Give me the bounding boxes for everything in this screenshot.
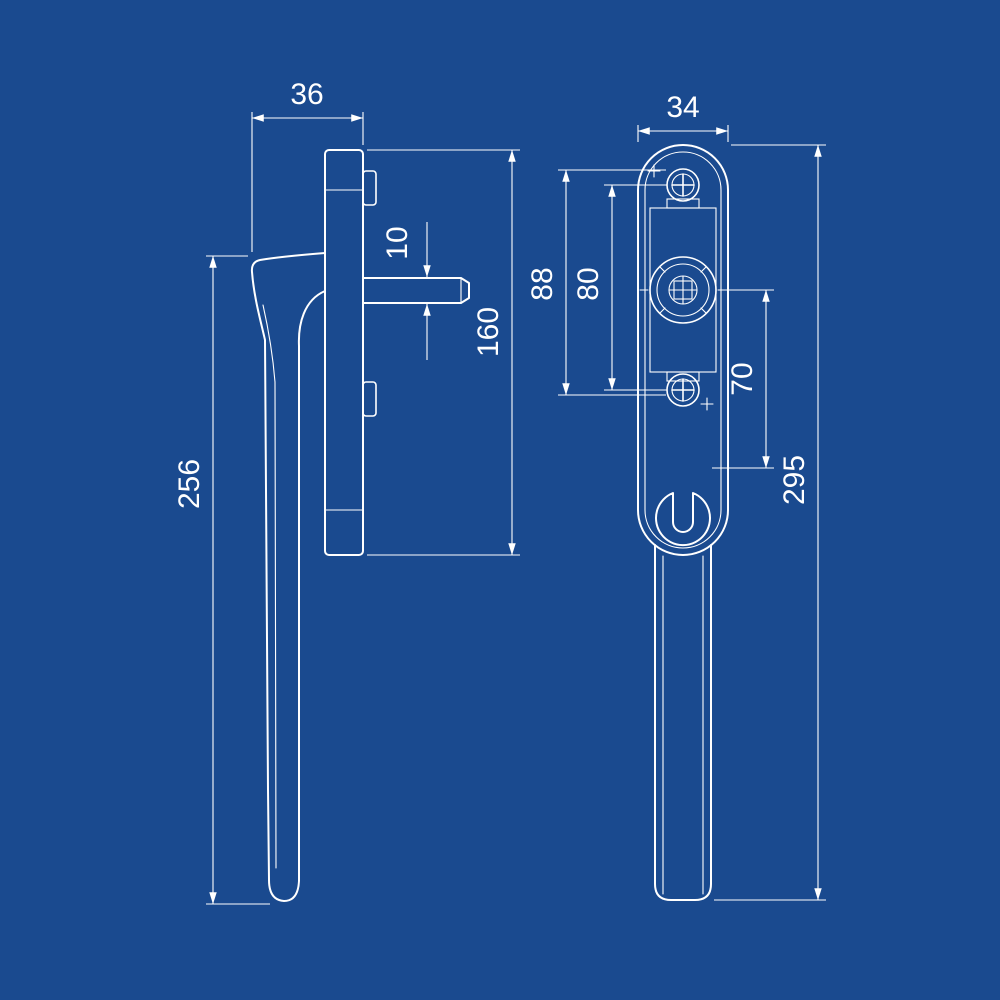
dim-label-depth: 36 xyxy=(290,78,323,111)
backplate-inner-outline xyxy=(644,151,722,549)
handle-side-profile xyxy=(250,252,326,902)
screw-top xyxy=(666,168,700,202)
datum-cross-bottom xyxy=(700,397,714,411)
dim-plate-width: 34 xyxy=(637,91,729,142)
dim-spindle: 10 xyxy=(381,222,431,360)
handle-edge-highlight xyxy=(262,304,277,869)
fixing-lug-top xyxy=(362,170,377,206)
dim-screw-centres: 80 xyxy=(572,184,667,391)
backplate-side xyxy=(324,149,364,556)
dim-label-fixing-span-outer: 88 xyxy=(526,267,559,300)
front-view: 34 88 80 70 295 xyxy=(526,91,826,901)
dim-label-spindle: 10 xyxy=(381,226,414,259)
dim-handle-to-cylinder: 70 xyxy=(712,289,774,469)
hub-outer-circle xyxy=(649,256,717,324)
dim-label-handle-to-cylinder: 70 xyxy=(726,362,759,395)
dim-handle-length: 256 xyxy=(173,255,270,905)
handle-grip-front xyxy=(654,544,712,901)
spindle-hub xyxy=(639,256,727,324)
dim-overall-height: 295 xyxy=(714,144,826,901)
euro-cylinder-keyhole xyxy=(655,492,711,546)
dim-label-screw-centres: 80 xyxy=(572,267,605,300)
dim-label-overall-height: 295 xyxy=(778,455,811,505)
dim-depth: 36 xyxy=(251,78,364,252)
spindle xyxy=(362,277,470,304)
dim-fixing-span-outer: 88 xyxy=(526,169,666,396)
housing-tab-top xyxy=(666,198,700,209)
dim-plate-height: 160 xyxy=(367,149,520,556)
backplate-front xyxy=(637,144,729,556)
hub-middle-circle xyxy=(656,263,710,317)
dim-label-plate-width: 34 xyxy=(666,91,699,124)
datum-cross-top xyxy=(647,164,661,178)
fixing-lug-bottom xyxy=(362,381,377,417)
screw-bottom xyxy=(666,373,700,407)
side-view: 36 10 160 256 xyxy=(173,78,520,905)
dim-label-plate-height: 160 xyxy=(472,307,505,357)
dim-label-handle-length: 256 xyxy=(173,459,206,509)
